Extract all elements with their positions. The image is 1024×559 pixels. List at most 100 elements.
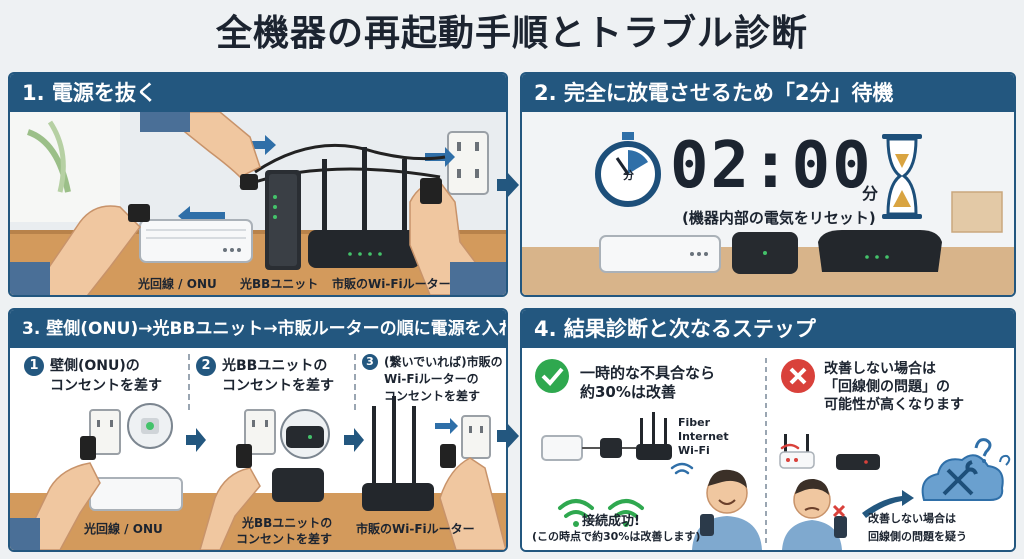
onu-device xyxy=(599,235,721,273)
router-device xyxy=(308,147,420,268)
wifi-icon xyxy=(558,499,594,518)
step-2-line2: コンセントを差す xyxy=(222,378,334,394)
panel-unplug-header: 1. 電源を抜く xyxy=(10,74,506,112)
timer-display: 02:00 xyxy=(670,129,873,203)
ng-title-line2: 「回線側の問題」の xyxy=(824,379,950,395)
flow-arrow-icon xyxy=(497,423,519,449)
divider xyxy=(354,354,356,410)
hourglass-icon xyxy=(882,134,922,219)
ok-result-line2: (この時点で約30%は改善します) xyxy=(532,530,701,543)
question-icon xyxy=(974,438,1011,466)
router-device xyxy=(362,396,434,511)
x-icon xyxy=(781,359,815,393)
panel-unplug-body: 光回線 / ONU 光BBユニット 市販のWi-Fiルーター xyxy=(10,112,506,295)
page-title: 全機器の再起動手順とトラブル診断 xyxy=(215,13,808,54)
plug-icon xyxy=(440,444,456,468)
unplug-scene xyxy=(10,112,506,295)
bb-unit-device xyxy=(272,468,324,502)
label-router: 市販のWi-Fiルーター xyxy=(356,522,475,536)
router-device-red xyxy=(779,434,815,469)
step-3-line1: (繋いでいれば)市販の xyxy=(384,355,503,369)
power-on-scene xyxy=(10,348,506,550)
plug-icon xyxy=(128,204,150,222)
diagnosis-scene xyxy=(522,348,1014,550)
step-1: 1 壁側(ONU)の コンセントを差す xyxy=(24,356,162,396)
onu-device xyxy=(541,435,583,461)
person-happy xyxy=(692,469,762,550)
step-2-number: 2 xyxy=(196,356,216,376)
panel-diagnosis: 4. 結果診断と次なるステップ xyxy=(520,308,1016,552)
chain-label-fiber: Fiber xyxy=(678,416,711,429)
router-device xyxy=(636,412,672,460)
panel-diagnosis-body: 一時的な不具合なら 約30%は改善 Fiber Internet Wi-Fi 接… xyxy=(522,348,1014,550)
wifi-icon xyxy=(608,499,644,518)
plug-icon xyxy=(236,444,252,468)
step-1-line1: 壁側(ONU)の xyxy=(50,358,140,374)
step-2: 2 光BBユニットの コンセントを差す xyxy=(196,356,334,396)
step-3: 3 (繋いでいれば)市販の Wi-Fiルーターの コンセントを差す xyxy=(362,354,503,405)
onu-device xyxy=(139,219,253,263)
bb-unit-device xyxy=(732,232,798,274)
wait-caption: (機器内部の電気をリセット) xyxy=(682,209,876,227)
panel-power-on-header: 3. 壁側(ONU)→光BBユニット→市販ルーターの順に電源を入れる xyxy=(10,310,506,348)
stopwatch-icon xyxy=(595,132,661,207)
ok-title-line2: 約30%は改善 xyxy=(580,383,676,401)
ng-title-line1: 改善しない場合は xyxy=(824,361,936,377)
panel-unplug: 1. 電源を抜く xyxy=(8,72,508,297)
person-worried xyxy=(782,478,847,550)
arrow-icon xyxy=(344,428,364,452)
step-3-line2: Wi-Fiルーターの xyxy=(384,372,479,386)
plug-icon xyxy=(80,436,96,460)
ok-result-line1: 接続成功! xyxy=(582,514,640,529)
router-device xyxy=(818,230,942,272)
wifi-icon xyxy=(780,443,800,450)
step-1-line2: コンセントを差す xyxy=(50,378,162,394)
arrow-icon xyxy=(435,418,458,434)
ng-result-line1: 改善しない場合は xyxy=(868,512,956,525)
step-2-line1: 光BBユニットの xyxy=(222,358,328,374)
outlet-icon xyxy=(244,409,276,455)
arrow-icon xyxy=(186,428,206,452)
outlet-icon xyxy=(461,415,491,459)
chain-label-wifi: Wi-Fi xyxy=(678,444,710,457)
hand-left xyxy=(29,205,141,295)
panel-wait: 2. 完全に放電させるため「2分」待機 xyxy=(520,72,1016,297)
ng-result-line2: 回線側の問題を疑う xyxy=(868,530,967,543)
stopwatch-unit: 分 xyxy=(623,169,634,182)
timer-unit: 分 xyxy=(862,184,879,203)
ok-title-line1: 一時的な不具合なら xyxy=(580,364,716,382)
ng-title-line3: 可能性が高くなります xyxy=(824,397,964,413)
step-1-number: 1 xyxy=(24,356,44,376)
outlet-icon xyxy=(447,131,489,195)
label-router: 市販のWi-Fiルーター xyxy=(332,277,451,291)
panel-power-on: 3. 壁側(ONU)→光BBユニット→市販ルーターの順に電源を入れる xyxy=(8,308,508,552)
bb-unit-device xyxy=(265,170,301,270)
bb-unit-device xyxy=(836,454,880,470)
chain-label-internet: Internet xyxy=(678,430,729,443)
wifi-icon xyxy=(670,462,694,475)
cloud-wrench-icon xyxy=(921,454,1004,501)
label-bb-unit: 光BBユニット xyxy=(240,277,319,291)
plug-icon xyxy=(240,174,258,190)
onu-device xyxy=(89,477,183,511)
flow-arrow-icon xyxy=(497,172,519,198)
panel-diagnosis-header: 4. 結果診断と次なるステップ xyxy=(522,310,1014,348)
outlet-icon xyxy=(89,409,121,455)
label-onu: 光回線 / ONU xyxy=(138,277,217,291)
panel-wait-body: 分 02:00 分 (機器内部の電気をリセット) xyxy=(522,112,1014,295)
label-bb-unit-line1: 光BBユニットの xyxy=(242,516,333,530)
step-3-line3: コンセントを差す xyxy=(384,389,481,403)
check-icon xyxy=(535,359,569,393)
divider xyxy=(188,354,190,410)
plug-icon xyxy=(420,178,442,204)
arrow-icon xyxy=(232,135,276,155)
wait-scene xyxy=(522,112,1014,295)
arrow-icon xyxy=(862,490,914,518)
panel-wait-header: 2. 完全に放電させるため「2分」待機 xyxy=(522,74,1014,112)
bb-unit-device xyxy=(600,438,622,458)
label-bb-unit-line2: コンセントを差す xyxy=(236,532,333,546)
panel-power-on-body: 1 壁側(ONU)の コンセントを差す 2 光BBユニットの コンセントを差す 3 (… xyxy=(10,348,506,550)
x-mark-icon xyxy=(832,504,846,518)
step-3-number: 3 xyxy=(362,354,378,370)
label-onu: 光回線 / ONU xyxy=(84,522,163,536)
